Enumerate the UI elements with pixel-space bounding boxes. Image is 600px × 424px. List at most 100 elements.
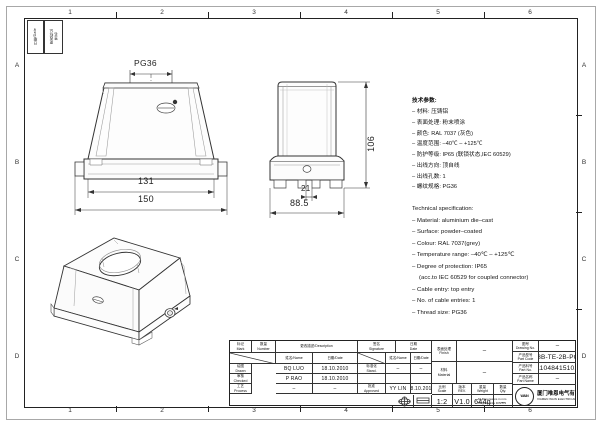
front-view-dim-131: 131 <box>138 176 154 186</box>
rev-header-desc-en: /Description <box>314 344 333 349</box>
specs-cn-list: – 材料: 压铸铝– 表面处理: 粉末喷涂– 颜色: RAL 7037 (灰色)… <box>412 107 592 193</box>
finish-label-en: Finish <box>439 351 449 355</box>
role2-label-cn: 批准 <box>368 384 375 389</box>
rev-header-signature-cn: 签名 <box>373 342 380 347</box>
zone-tick-top <box>116 12 117 18</box>
approver-date-row-2: 18.10.2010 <box>411 384 432 394</box>
company-name-en: XIAMEN WAIN ELECTRICAL CO.,LTD <box>537 396 576 401</box>
projection-symbol-cell <box>396 395 414 407</box>
signer-date-value: 18.10.2010 <box>321 375 349 382</box>
sub-header-date2: 日期 /Date <box>411 353 432 364</box>
front-view: PG36 131 150 <box>62 52 277 217</box>
specs-en-title: Technical specification: <box>412 206 474 212</box>
finish-label: 表面处理 Finish <box>432 341 457 362</box>
scale-value: 1:2 <box>432 395 453 407</box>
rev-header-date-en: Date <box>409 346 418 351</box>
zone-tick-right <box>576 212 582 213</box>
part-no-value-text: 1110484151013 <box>539 364 576 372</box>
part-code-value-text: H48B-TE-2B-PG36 <box>539 353 576 361</box>
part-code-label: 产品型号 Part Code <box>513 352 539 363</box>
zone-tick-bottom <box>392 406 393 412</box>
zone-tick-bottom <box>116 406 117 412</box>
technical-parameters-cn: 技术参数: – 材料: 压铸铝– 表面处理: 粉末喷涂– 颜色: RAL 703… <box>412 96 592 193</box>
zone-tick-bottom <box>484 406 485 412</box>
chamfer-symbol-icon <box>416 397 429 404</box>
notes-line-2: Original Size DIN A 4 <box>477 401 506 405</box>
material-value-text: – <box>482 369 487 376</box>
approver-name-row-2: YY LIN <box>386 384 411 394</box>
zone-bottom-1: 1 <box>68 407 72 414</box>
part-name-label-en: Part Name <box>517 379 534 383</box>
signer-name-value: – <box>292 385 296 392</box>
part-no-value: 1110484151013 <box>539 363 576 374</box>
rev-header-number-en: Number <box>257 346 270 351</box>
material-label: 材料 Material <box>432 362 457 384</box>
role2-label-en: Approved <box>364 388 379 393</box>
drawing-no-label: 图号 Drawing No. <box>513 341 539 352</box>
rev-header-date: 日期 Date <box>396 341 432 353</box>
signer-name-row-0: BQ LUO <box>276 364 313 374</box>
zone-right-B: B <box>581 158 587 166</box>
zone-tick-top <box>484 12 485 18</box>
zone-tick-bottom <box>300 406 301 412</box>
approver-name-value: – <box>396 365 400 372</box>
zone-top-2: 2 <box>160 9 164 16</box>
specs-cn-title: 技术参数: <box>412 98 437 104</box>
finish-value-text: – <box>482 348 487 354</box>
role-label-en: Checked <box>233 378 248 383</box>
spec-cn-line-5: – 出线方向: 顶自线 <box>412 162 460 169</box>
qty-label-en: Qty. <box>499 389 507 393</box>
sub-header-name: 姓名 /Name <box>276 353 313 364</box>
zone-top-5: 5 <box>436 9 440 16</box>
sheet-frame-border <box>24 18 578 408</box>
role-label-en: Process <box>234 388 247 393</box>
rev-label-en: REV. <box>458 389 466 393</box>
role-label-cn: 工艺 <box>237 384 244 389</box>
finish-label-cn: 表面处理 <box>437 346 451 351</box>
zone-left-B: B <box>14 158 20 166</box>
part-name-value: – <box>539 374 576 385</box>
sub-header-date2-cn: 日期 <box>413 355 421 360</box>
rev-value-text: V1.0 <box>454 396 470 406</box>
company-seal-icon: WAIN <box>515 386 534 406</box>
signer-name-row-1: P RAO <box>276 374 313 384</box>
qty-label-cn: 数量 <box>499 384 507 389</box>
rev-header-number-cn: 数量 <box>260 342 267 347</box>
rev-header-desc-cn: 更改描述 <box>300 344 315 349</box>
technical-specification-en: Technical specification: – Material: alu… <box>412 204 597 319</box>
drawing-no-label-en: Drawing No. <box>515 346 536 350</box>
zone-right-D: D <box>581 352 587 360</box>
qty-label: 数量 Qty. <box>494 384 513 395</box>
header-box-date-label: 日期/Date <box>33 28 38 46</box>
dimension-notes: All Dimensions in mm Original Size DIN A… <box>472 395 513 407</box>
part-code-value: H48B-TE-2B-PG36 <box>539 352 576 363</box>
sub-header-date: 日期 /Date <box>313 353 358 364</box>
rev-header-mark-cn: 标记 <box>237 342 244 347</box>
header-box-date: 日期/Date <box>27 20 44 54</box>
weight-label: 重量 Weight <box>472 384 494 395</box>
material-label-en: Material <box>437 372 451 377</box>
part-name-value-text: – <box>555 376 560 382</box>
zone-top-6: 6 <box>528 9 532 16</box>
sub-header-date-cn: 日期 <box>327 355 335 360</box>
rev-label-cn: 版本 <box>458 384 466 389</box>
zone-left-C: C <box>14 255 20 263</box>
sheet-trim-border <box>6 6 596 420</box>
approver-date-row-1 <box>411 374 432 384</box>
signer-date-row-0: 18.10.2010 <box>313 364 358 374</box>
header-box-mark-label: 更改标记 签名 <box>49 29 58 45</box>
zone-tick-right <box>576 115 582 116</box>
zone-bottom-3: 3 <box>252 407 256 414</box>
rev-header-description: 更改描述 /Description <box>276 341 358 353</box>
drawing-no-value-text: – <box>555 343 560 349</box>
sub-header-date-en: /Date <box>334 355 343 360</box>
part-code-label-cn: 产品型号 <box>518 352 533 357</box>
sub-header-blank-right <box>358 353 386 364</box>
sub-header-name-cn: 姓名 <box>285 355 293 360</box>
zone-left-D: D <box>14 352 20 360</box>
part-no-label-en: Part No. <box>519 368 532 372</box>
zone-bottom-6: 6 <box>528 407 532 414</box>
spec-en-line-2: – Colour: RAL 7037(grey) <box>412 240 481 247</box>
drawing-no-value: – <box>539 341 576 352</box>
